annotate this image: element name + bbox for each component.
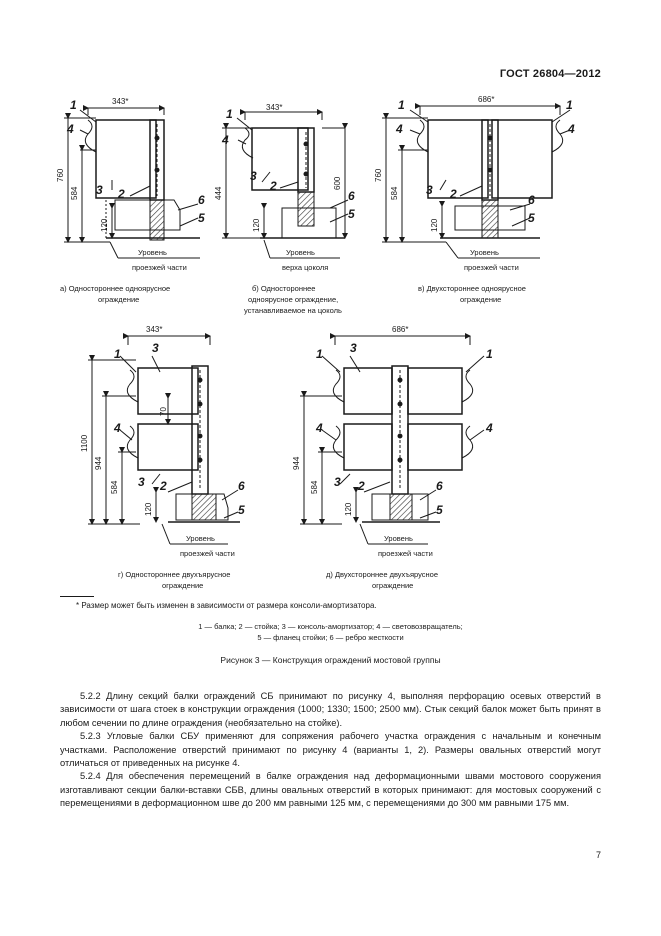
num-4-c-right: 4 [567, 122, 575, 136]
caption-e-line2: ограждение [372, 581, 413, 590]
caption-a-line1: а) Одностороннее одноярусное [60, 284, 170, 293]
num-3-e: 3 [334, 475, 341, 489]
panel-b-drawing [222, 109, 349, 259]
page-number: 7 [595, 850, 601, 860]
caption-a-line2: ограждение [98, 295, 139, 304]
dim-343-a: 343* [112, 97, 128, 106]
footnote: * Размер может быть изменен в зависимост… [76, 601, 377, 610]
num-1-d: 1 [114, 347, 121, 361]
num-5-d: 5 [238, 503, 245, 517]
paragraph-5-2-3: 5.2.3 Угловые балки СБУ применяют для со… [60, 731, 601, 769]
figure-3-drawings: 343* 760 584 120 1 4 3 2 6 5 Уровень про… [56, 95, 575, 590]
caption-b-line2: одноярусное ограждение, [248, 295, 338, 304]
num-4-e-left: 4 [315, 421, 323, 435]
dim-584-c: 584 [390, 186, 399, 200]
panel-c-drawing [382, 103, 571, 259]
level-e-line2: проезжей части [378, 549, 433, 558]
num-4-c-left: 4 [395, 122, 403, 136]
num-6-c: 6 [528, 193, 535, 207]
num-6-e: 6 [436, 479, 443, 493]
level-c-line2: проезжей части [464, 263, 519, 272]
caption-b-line1: б) Одностороннее [252, 284, 315, 293]
num-1-a: 1 [70, 98, 77, 112]
num-1-c-left: 1 [398, 98, 405, 112]
figure-caption: Рисунок 3 — Конструкция ограждений мосто… [220, 655, 441, 665]
dim-760-c: 760 [374, 168, 383, 182]
level-d-line2: проезжей части [180, 549, 235, 558]
dim-120-e: 120 [344, 502, 353, 516]
num-4-a: 4 [66, 122, 74, 136]
num-4-d: 4 [113, 421, 121, 435]
panel-d-drawing [88, 333, 240, 545]
caption-e-line1: д) Двухстороннее двухъярусное [326, 570, 438, 579]
num-2-e: 2 [357, 479, 365, 493]
footnote-rule [60, 596, 94, 597]
dim-944-d: 944 [94, 456, 103, 470]
num-6-d: 6 [238, 479, 245, 493]
num-2-a: 2 [117, 187, 125, 201]
num-6-b: 6 [348, 189, 355, 203]
dim-120-d: 120 [144, 502, 153, 516]
num-3-b: 3 [250, 169, 257, 183]
caption-d-line2: ограждение [162, 581, 203, 590]
level-c-line1: Уровень [470, 248, 499, 257]
dim-686-c: 686* [478, 95, 494, 104]
num-4-b: 4 [221, 133, 229, 147]
dim-686-e: 686* [392, 325, 408, 334]
num-3-d: 3 [138, 475, 145, 489]
body-text: 5.2.2 Длину секций балки ограждений СБ п… [60, 690, 601, 811]
num-5-e: 5 [436, 503, 443, 517]
num-1-e-left: 1 [316, 347, 323, 361]
dim-584-a: 584 [70, 186, 79, 200]
dim-584-d: 584 [110, 480, 119, 494]
num-1-c-right: 1 [566, 98, 573, 112]
dim-70-d: 70 [159, 407, 168, 416]
num-4-e-right: 4 [485, 421, 493, 435]
num-5-a: 5 [198, 211, 205, 225]
dim-343-b: 343* [266, 103, 282, 112]
level-e-line1: Уровень [384, 534, 413, 543]
num-5-c: 5 [528, 211, 535, 225]
level-b-line1: Уровень [286, 248, 315, 257]
num-2-b: 2 [269, 179, 277, 193]
dim-584-e: 584 [310, 480, 319, 494]
dim-120-b: 120 [252, 218, 261, 232]
num-2-c: 2 [449, 187, 457, 201]
document-header: ГОСТ 26804—2012 [499, 68, 601, 80]
dim-120-c: 120 [430, 218, 439, 232]
panel-a-drawing [64, 105, 200, 259]
caption-c-line2: ограждение [460, 295, 501, 304]
level-a-line1: Уровень [138, 248, 167, 257]
dim-120-a: 120 [100, 218, 109, 232]
legend-line-1: 1 — балка; 2 — стойка; 3 — консоль-аморт… [198, 622, 463, 631]
num-5-b: 5 [348, 207, 355, 221]
level-b-line2: верха цоколя [282, 263, 328, 272]
caption-b-line3: устанавливаемое на цоколь [244, 306, 342, 315]
caption-d-line1: г) Одностороннее двухъярусное [118, 570, 230, 579]
dim-600-b: 600 [333, 176, 342, 190]
paragraph-5-2-2: 5.2.2 Длину секций балки ограждений СБ п… [60, 691, 601, 728]
num-1-b: 1 [226, 107, 233, 121]
dim-444-b: 444 [214, 186, 223, 200]
num-3-a: 3 [96, 183, 103, 197]
paragraph-5-2-4: 5.2.4 Для обеспечения перемещений в балк… [60, 771, 601, 809]
level-a-line2: проезжей части [132, 263, 187, 272]
level-d-line1: Уровень [186, 534, 215, 543]
num-2-d: 2 [159, 479, 167, 493]
legend-line-2: 5 — фланец стойки; 6 — ребро жесткости [257, 633, 404, 642]
caption-c-line1: в) Двухстороннее одноярусное [418, 284, 526, 293]
panel-e-drawing [300, 333, 485, 545]
dim-343-d: 343* [146, 325, 162, 334]
num-1-e-right: 1 [486, 347, 493, 361]
dim-1100-d: 1100 [80, 434, 89, 452]
dim-944-e: 944 [292, 456, 301, 470]
num-3-e-top: 3 [350, 341, 357, 355]
num-3-c: 3 [426, 183, 433, 197]
num-3-d-top: 3 [152, 341, 159, 355]
num-6-a: 6 [198, 193, 205, 207]
dim-760-a: 760 [56, 168, 65, 182]
